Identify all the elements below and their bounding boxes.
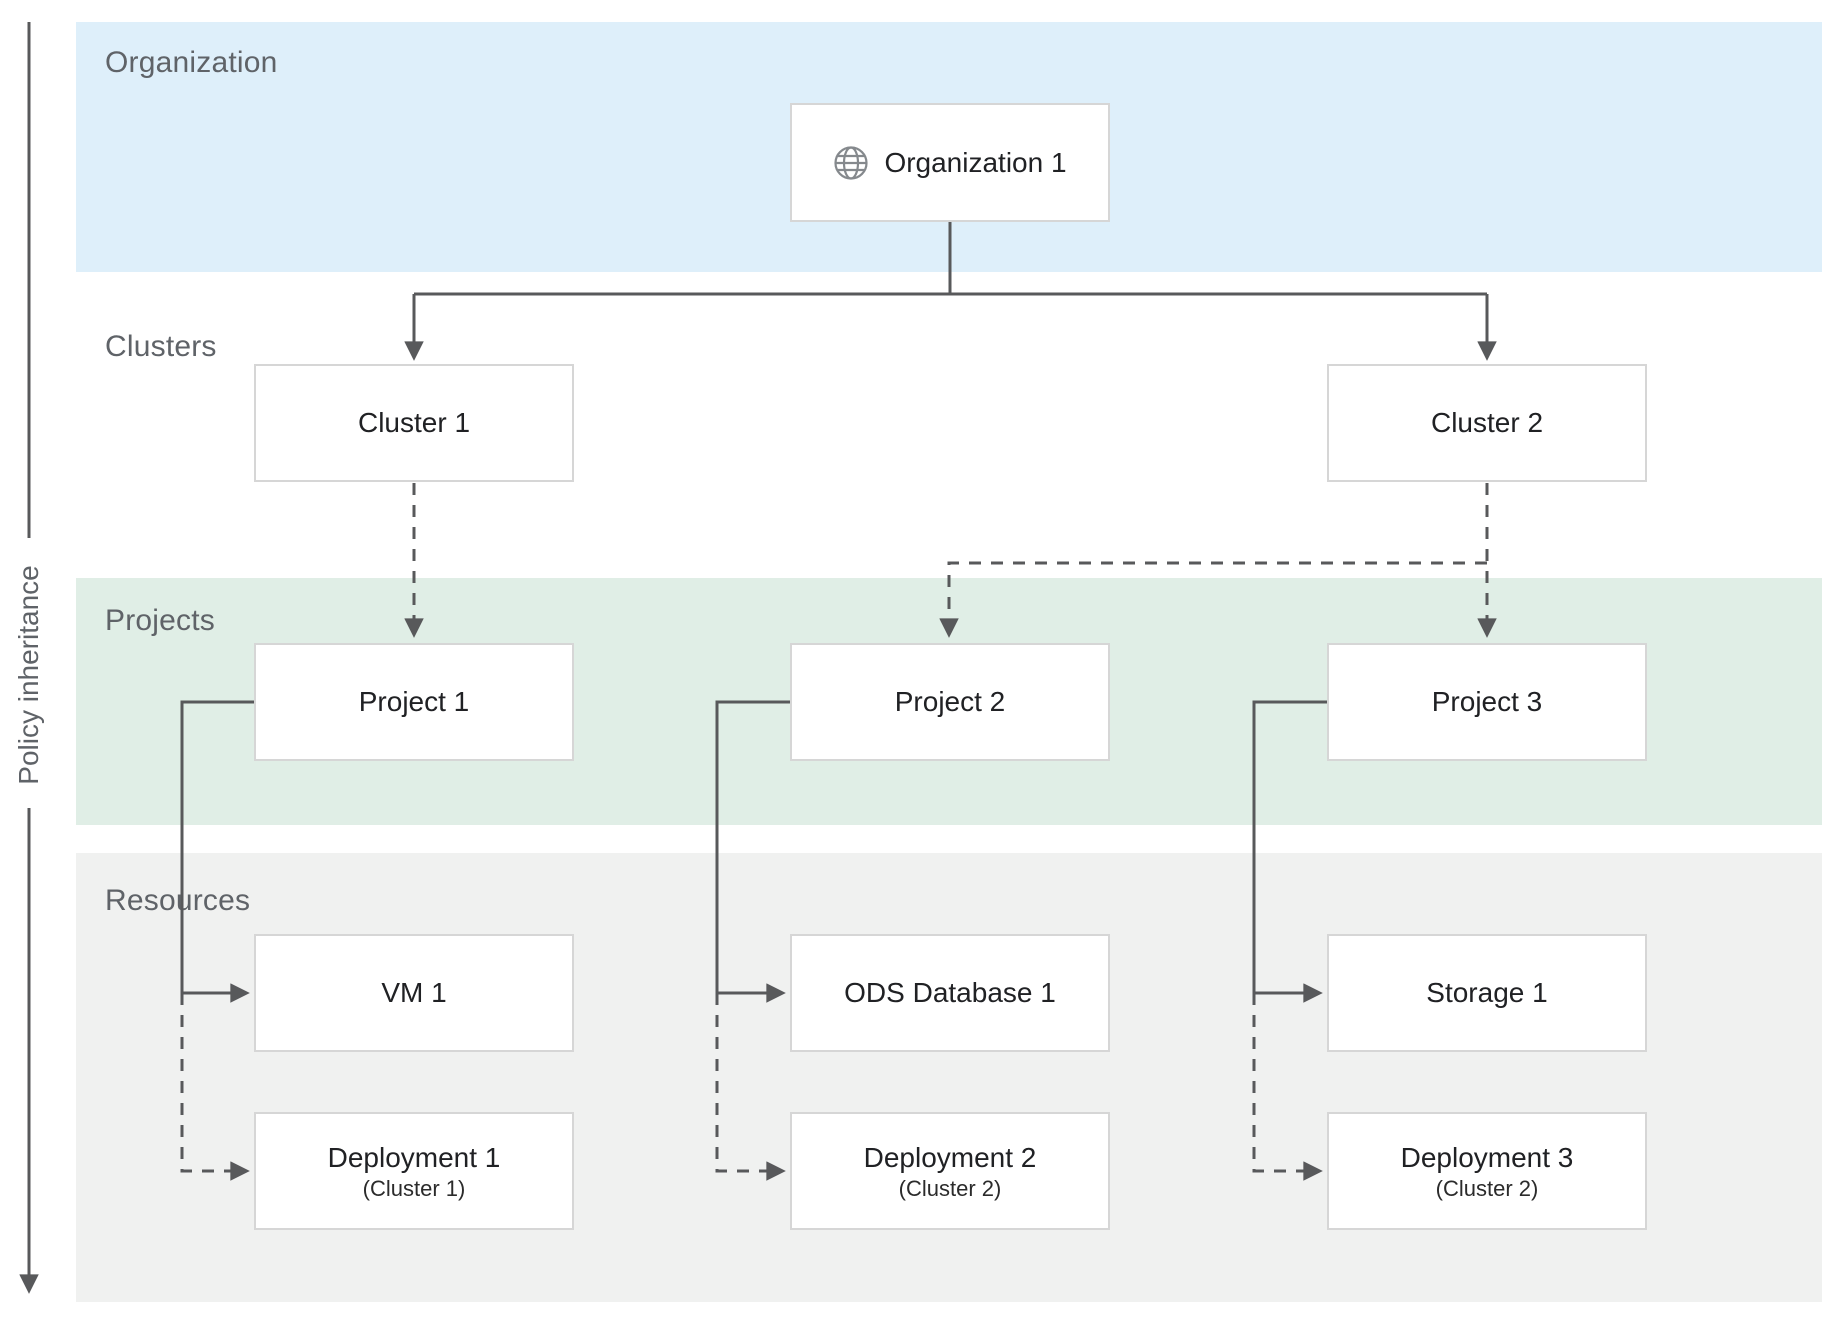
node-label: Organization 1 [884, 146, 1067, 178]
node-project-2: Project 2 [790, 643, 1110, 761]
node-label: Cluster 2 [1430, 407, 1544, 438]
node-label: Deployment 3 [1400, 1141, 1574, 1173]
node-sublabel: (Cluster 2) [1435, 1175, 1539, 1201]
node-label: Project 3 [1431, 686, 1543, 717]
node-label: Cluster 1 [357, 407, 471, 438]
node-ods-database-1: ODS Database 1 [790, 934, 1110, 1052]
edge-project2-to-deployment2 [715, 993, 786, 1181]
edge-project3-to-deployment3 [1252, 993, 1323, 1181]
node-project-1: Project 1 [254, 643, 574, 761]
node-label: Deployment 1 [327, 1141, 501, 1173]
node-deployment-2: Deployment 2 (Cluster 2) [790, 1112, 1110, 1230]
node-deployment-3: Deployment 3 (Cluster 2) [1327, 1112, 1647, 1230]
edge-cluster2-to-project2 [939, 561, 1487, 638]
node-label: ODS Database 1 [844, 977, 1056, 1008]
node-project-3: Project 3 [1327, 643, 1647, 761]
node-label: Deployment 2 [863, 1141, 1037, 1173]
node-sublabel: (Cluster 2) [898, 1175, 1002, 1201]
policy-inheritance-label: Policy inheritance [13, 565, 44, 785]
edge-project1-to-deployment1 [180, 993, 250, 1181]
node-cluster-2: Cluster 2 [1327, 364, 1647, 482]
node-sublabel: (Cluster 1) [362, 1175, 466, 1201]
node-label: Storage 1 [1426, 977, 1548, 1008]
edge-project1-rail [180, 700, 254, 993]
band-label-clusters: Clusters [105, 330, 217, 363]
node-label: VM 1 [381, 977, 447, 1008]
node-storage-1: Storage 1 [1327, 934, 1647, 1052]
band-label-resources: Resources [105, 884, 251, 917]
node-vm-1: VM 1 [254, 934, 574, 1052]
globe-icon [834, 145, 869, 180]
node-deployment-1: Deployment 1 (Cluster 1) [254, 1112, 574, 1230]
node-cluster-1: Cluster 1 [254, 364, 574, 482]
node-label: Project 1 [358, 686, 470, 717]
edge-project2-rail [715, 700, 790, 993]
node-label: Project 2 [894, 686, 1006, 717]
band-label-organization: Organization [105, 46, 278, 79]
band-label-projects: Projects [105, 604, 215, 637]
edge-project3-rail [1252, 700, 1327, 993]
node-organization-1: Organization 1 [790, 103, 1110, 222]
